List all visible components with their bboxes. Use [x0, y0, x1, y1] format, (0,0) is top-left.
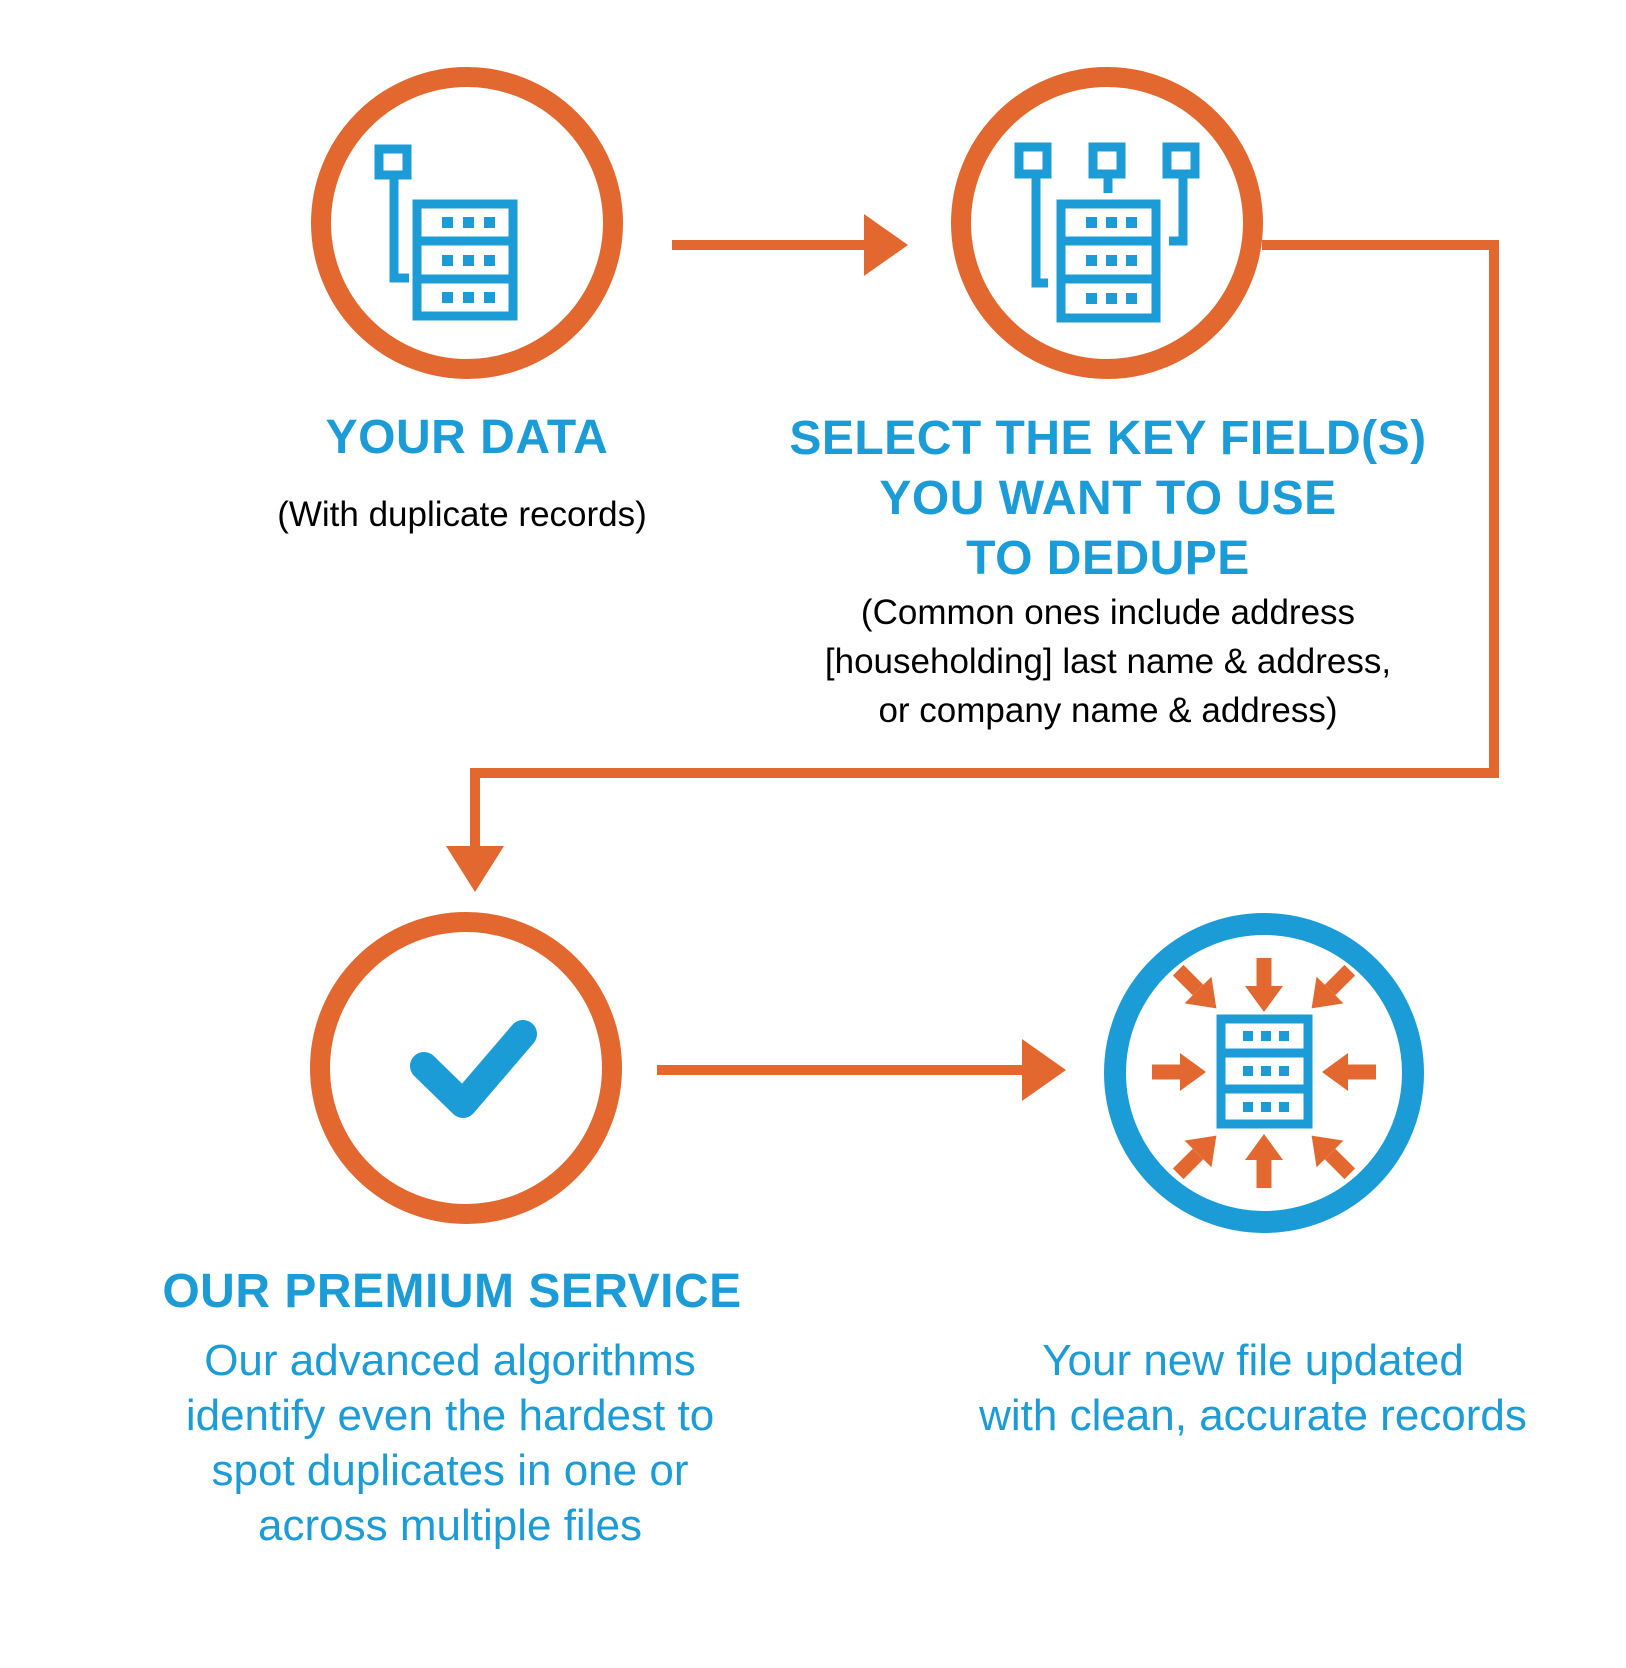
elbow-connector-step2-to-step3	[446, 240, 1499, 892]
flow-arrow-step3-to-step4	[657, 1039, 1066, 1101]
step3-title: OUR PREMIUM SERVICE	[162, 1265, 742, 1318]
flow-arrow-step1-to-step2	[672, 214, 908, 276]
step2-title: SELECT THE KEY FIELD(S) YOU WANT TO USE …	[789, 412, 1427, 585]
step4-circle	[1104, 913, 1424, 1233]
step1-subtitle: (With duplicate records)	[277, 495, 647, 534]
step2-circle	[951, 67, 1263, 379]
database-with-key-field-icon	[374, 144, 518, 321]
step2-subtitle: (Common ones include address [householdi…	[824, 593, 1392, 730]
inward-arrows-icon	[1152, 958, 1376, 1188]
step1-title: YOUR DATA	[325, 411, 609, 464]
checkmark-icon	[410, 1020, 537, 1118]
database-with-three-key-fields-icon	[1014, 142, 1200, 323]
step3-circle	[310, 912, 622, 1224]
step4-subtitle: Your new file updated with clean, accura…	[979, 1336, 1527, 1440]
deduped-database-icon	[1216, 1014, 1313, 1129]
step3-subtitle: Our advanced algorithms identify even th…	[185, 1336, 715, 1550]
step1-circle	[311, 67, 623, 379]
